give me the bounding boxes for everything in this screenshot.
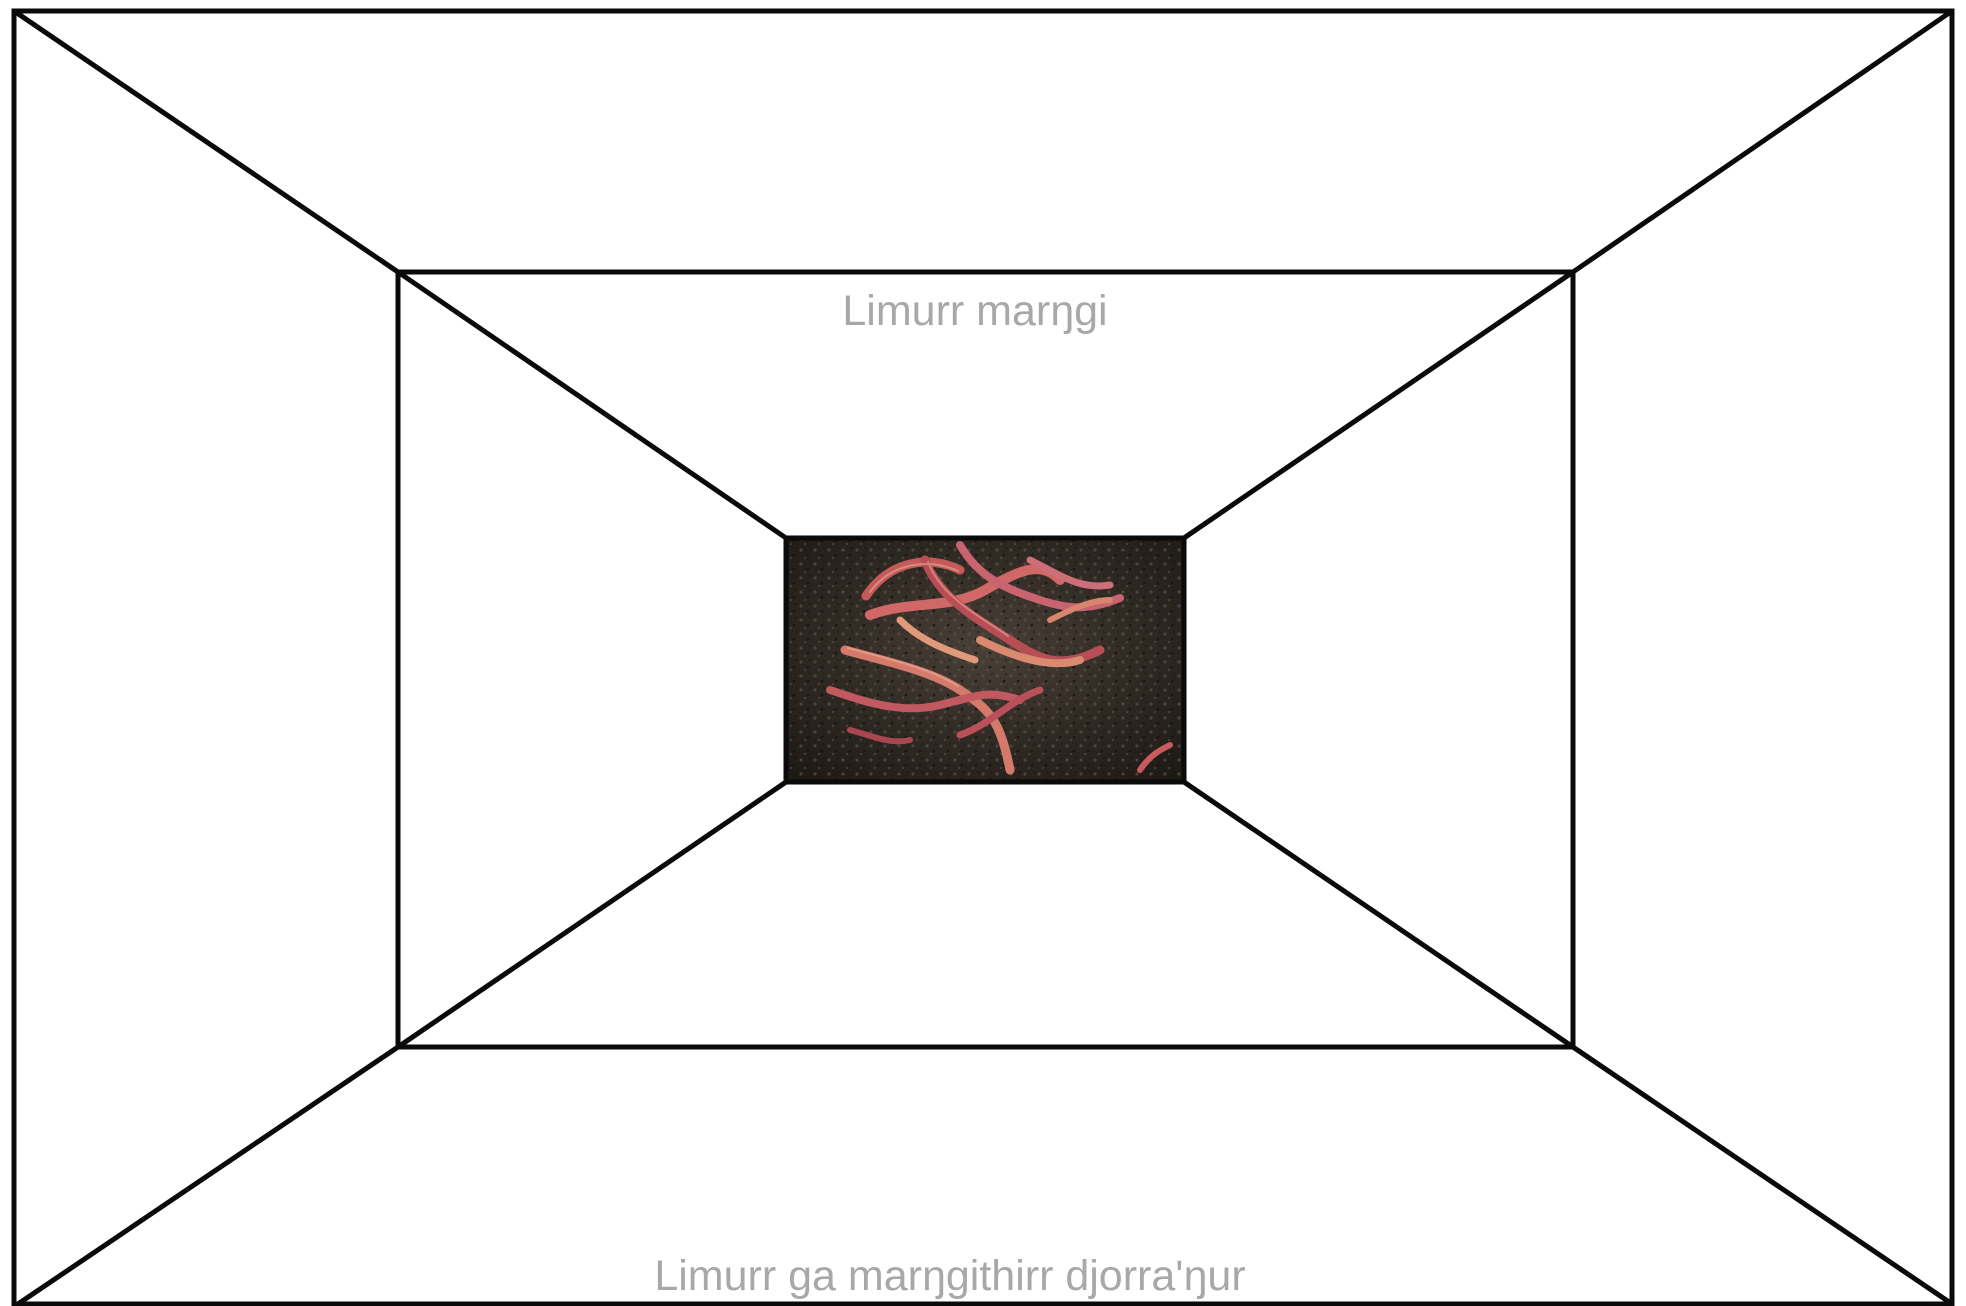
connector-inner-bottom-right (1184, 782, 1573, 1047)
outer-frame-label: Limurr ga marŋgithirr djorra'ŋur (654, 1252, 1245, 1300)
connector-outer-bottom-left (18, 1047, 398, 1304)
connector-outer-bottom-right (1573, 1047, 1952, 1304)
connector-inner-top-right (1184, 272, 1573, 538)
worms-photo (786, 538, 1184, 782)
connector-outer-top-left (14, 11, 398, 272)
inner-frame-label: Limurr marŋgi (842, 287, 1107, 335)
connector-outer-top-right (1573, 11, 1952, 272)
connector-inner-top-left (398, 272, 786, 538)
connector-inner-bottom-left (398, 782, 786, 1047)
